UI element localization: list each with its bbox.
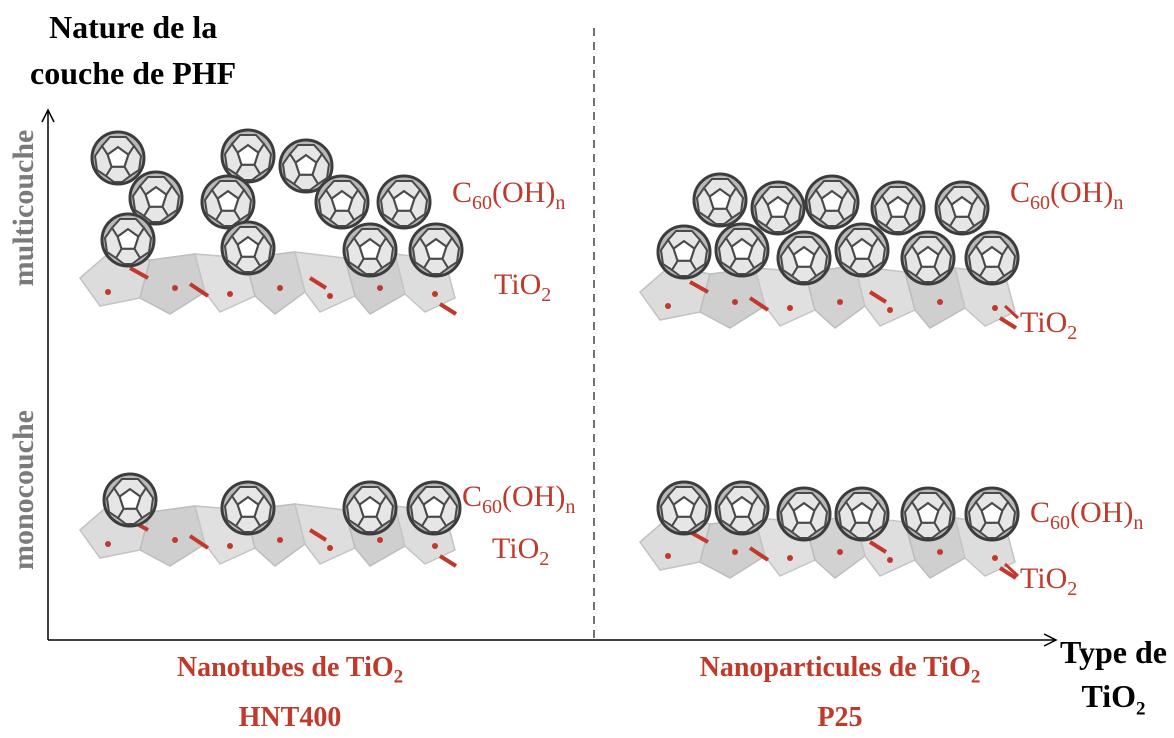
fullerene-molecule [834,486,890,542]
fullerene-molecule [90,130,146,186]
fullerene-molecule [870,180,926,236]
fullerene-molecule [804,174,860,230]
fullerene-molecule [220,220,276,276]
fullerene-molecule [776,230,832,286]
fullerene-molecule [406,480,462,536]
fullerene-molecule [934,180,990,236]
x-axis-title-line1: Type de [1060,634,1167,670]
fullerene-molecule [220,480,276,536]
fullerene-molecule [100,212,156,268]
y-axis [41,108,55,640]
level-label-monolayer: monocouche [7,410,40,570]
y-axis-title-line2: couche de PHF [30,55,237,91]
category-label-hnt400: Nanotubes de TiO2 HNT400 [176,652,404,733]
fullerene-molecule [776,486,832,542]
tio2-label: TiO2 [1020,562,1078,600]
fullerene-molecule [964,230,1020,286]
category-label-p25: Nanoparticules de TiO2 P25 [699,652,981,733]
fullerene-molecule [342,480,398,536]
tio2-label: TiO2 [494,268,552,306]
tio2-label: TiO2 [492,532,550,570]
fullerene-molecule [408,222,464,278]
fullerene-molecule [964,486,1020,542]
fullerene-molecule [750,180,806,236]
fullerene-molecule [102,472,158,528]
c60-label: C60(OH)n [452,176,566,214]
y-axis-title: Nature de la couche de PHF [30,4,236,96]
fullerene-molecule [656,480,712,536]
panel-p25-multilayer [638,172,1020,330]
tio2-label: TiO2 [1020,306,1078,344]
level-label-multilayer: multicouche [7,129,40,287]
fullerene-molecule [220,128,276,184]
fullerene-molecule [342,222,398,278]
fullerene-molecule [656,224,712,280]
fullerene-molecule [314,174,370,230]
x-axis-title-line2: TiO2 [1081,678,1146,720]
fullerene-molecule [692,172,748,228]
fullerene-molecule [714,222,770,278]
leader-lines [1003,304,1020,578]
fullerene-molecule [376,174,432,230]
c60-label: C60(OH)n [462,480,576,518]
fullerene-molecule [900,230,956,286]
fullerene-molecule [834,222,890,278]
panel-hnt400-monolayer [78,472,462,568]
y-axis-title-line1: Nature de la [48,9,218,45]
fullerene-molecule [200,174,256,230]
panel-hnt400-multilayer [78,128,464,316]
c60-label: C60(OH)n [1010,176,1124,214]
x-axis-title: Type de TiO2 [1060,630,1167,731]
x-axis [48,633,1058,647]
fullerene-molecule [714,480,770,536]
panel-p25-monolayer [638,480,1020,580]
c60-label: C60(OH)n [1030,496,1144,534]
fullerene-molecule [900,486,956,542]
